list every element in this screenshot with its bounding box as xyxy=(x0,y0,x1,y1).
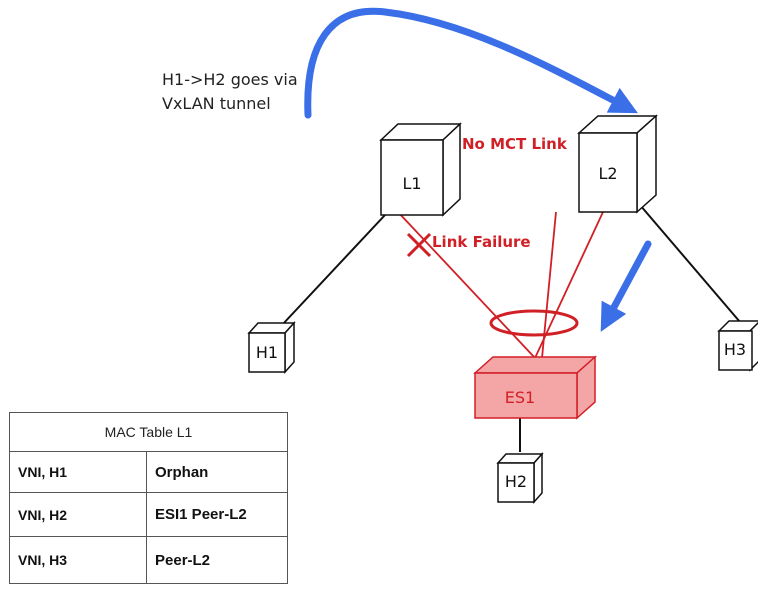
vxlan-annotation-line2: VxLAN tunnel xyxy=(162,94,271,113)
link-l1-h1 xyxy=(281,214,386,326)
link-failure-label: Link Failure xyxy=(432,233,531,251)
mac-table-key: VNI, H2 xyxy=(9,492,147,537)
mac-table-value: Orphan xyxy=(146,451,288,493)
no-mct-link-label: No MCT Link xyxy=(462,135,567,153)
vxlan-tunnel-arrow xyxy=(304,7,638,119)
host-h2-label: H2 xyxy=(505,472,527,491)
mac-table: MAC Table L1 VNI, H1 Orphan VNI, H2 ESI1… xyxy=(9,412,288,584)
host-h1: H1 xyxy=(247,321,296,374)
switch-l1: L1 xyxy=(379,122,462,217)
vxlan-annotation-line1: H1->H2 goes via xyxy=(162,70,298,89)
vxlan-annotation: H1->H2 goes via VxLAN tunnel xyxy=(162,68,298,116)
host-h2: H2 xyxy=(496,452,544,504)
mac-table-key: VNI, H3 xyxy=(9,536,147,584)
table-row: VNI, H3 Peer-L2 xyxy=(9,536,288,584)
table-row: VNI, H1 Orphan xyxy=(9,451,288,493)
host-h1-label: H1 xyxy=(256,343,278,362)
mac-table-key: VNI, H1 xyxy=(9,451,147,493)
switch-es1: ES1 xyxy=(473,355,597,420)
host-h3: H3 xyxy=(717,320,758,372)
table-row: VNI, H2 ESI1 Peer-L2 xyxy=(9,492,288,537)
mac-table-title: MAC Table L1 xyxy=(9,412,288,452)
link-l2-h3 xyxy=(639,204,741,323)
mac-table-value: ESI1 Peer-L2 xyxy=(146,492,288,537)
host-h3-label: H3 xyxy=(724,340,746,359)
link-failure-cross-icon xyxy=(406,232,432,258)
switch-l1-label: L1 xyxy=(402,174,421,193)
switch-es1-label: ES1 xyxy=(505,388,535,407)
switch-l2: L2 xyxy=(577,114,658,214)
switch-l2-label: L2 xyxy=(598,164,617,183)
flow-to-es1-arrow xyxy=(600,240,652,332)
lag-ellipse xyxy=(489,309,579,337)
mac-table-value: Peer-L2 xyxy=(146,536,288,584)
